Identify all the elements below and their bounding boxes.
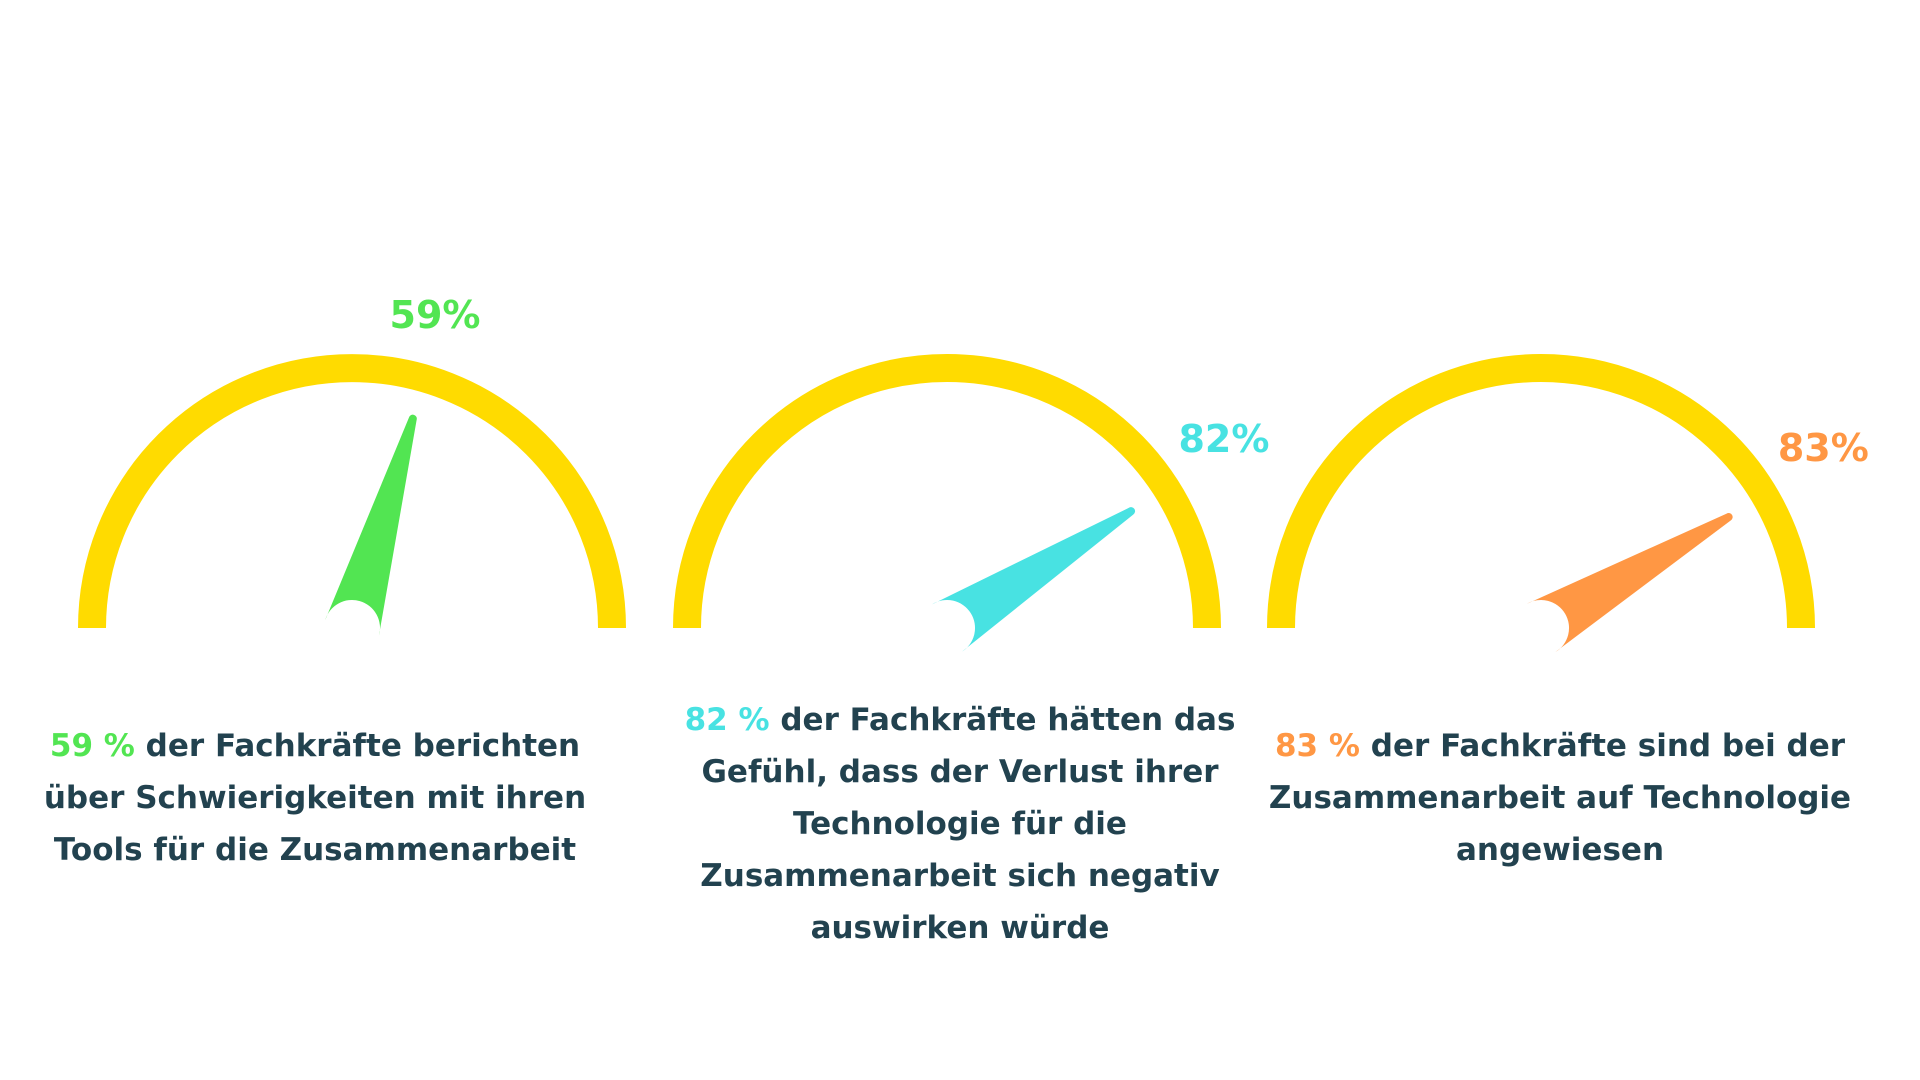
gauge-3-needle: [1526, 513, 1733, 653]
gauge-2-arc: [673, 354, 1221, 629]
gauge-2-needle: [931, 507, 1136, 652]
caption-1-percent: 59 %: [49, 728, 135, 764]
caption-3-text: der Fachkräfte sind bei der Zusammenarbe…: [1268, 728, 1852, 868]
gauge-1-value-label: 59%: [390, 293, 481, 337]
gauge-1: 59%: [78, 293, 626, 636]
gauge-3-value-label: 83%: [1778, 426, 1869, 470]
caption-2-text: der Fachkräfte hätten das Gefühl, dass d…: [700, 702, 1236, 946]
gauge-3-arc: [1267, 354, 1815, 629]
gauge-2: 82%: [673, 354, 1269, 652]
gauge-1-needle: [325, 414, 417, 636]
caption-2-percent: 82 %: [684, 702, 770, 738]
caption-1-text: der Fachkräfte berichten über Schwierigk…: [43, 728, 587, 868]
gauge-caption-1: 59 % der Fachkräfte berichten über Schwi…: [5, 720, 625, 876]
caption-3-percent: 83 %: [1274, 728, 1360, 764]
gauge-2-value-label: 82%: [1178, 417, 1269, 461]
gauge-1-arc: [78, 354, 626, 629]
gauge-3: 83%: [1267, 354, 1869, 653]
gauge-caption-2: 82 % der Fachkräfte hätten das Gefühl, d…: [650, 694, 1270, 954]
gauge-caption-3: 83 % der Fachkräfte sind bei der Zusamme…: [1250, 720, 1870, 876]
